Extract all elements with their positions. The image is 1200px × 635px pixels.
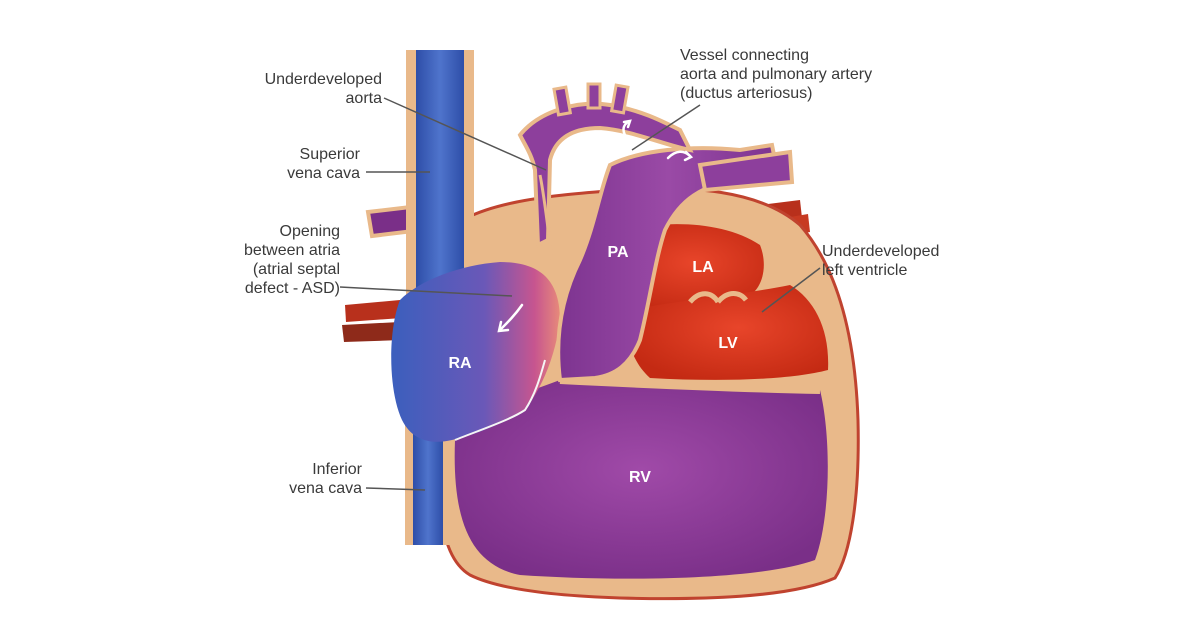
callout-asd: Opening between atria (atrial septal def… xyxy=(243,223,340,297)
label-pa: PA xyxy=(607,244,628,261)
aortic-arch xyxy=(517,82,694,261)
right-atrium xyxy=(391,262,560,442)
label-la: LA xyxy=(692,259,714,276)
flow-arrows xyxy=(497,119,694,333)
pulmonary-artery xyxy=(556,142,781,383)
label-rv: RV xyxy=(629,469,651,486)
callout-underdeveloped-lv: Underdeveloped left ventricle xyxy=(822,243,940,279)
callout-inferior-vena-cava: Inferior vena cava xyxy=(289,461,362,497)
left-ventricle xyxy=(628,285,829,380)
callout-superior-vena-cava: Superior vena cava xyxy=(287,146,360,182)
callout-underdeveloped-aorta: Underdeveloped aorta xyxy=(264,71,382,107)
callout-ductus-arteriosus: Vessel connecting aorta and pulmonary ar… xyxy=(680,47,873,102)
leader-lines xyxy=(339,97,821,491)
right-ventricle xyxy=(454,380,828,579)
label-ra: RA xyxy=(448,355,472,372)
label-lv: LV xyxy=(718,335,738,352)
